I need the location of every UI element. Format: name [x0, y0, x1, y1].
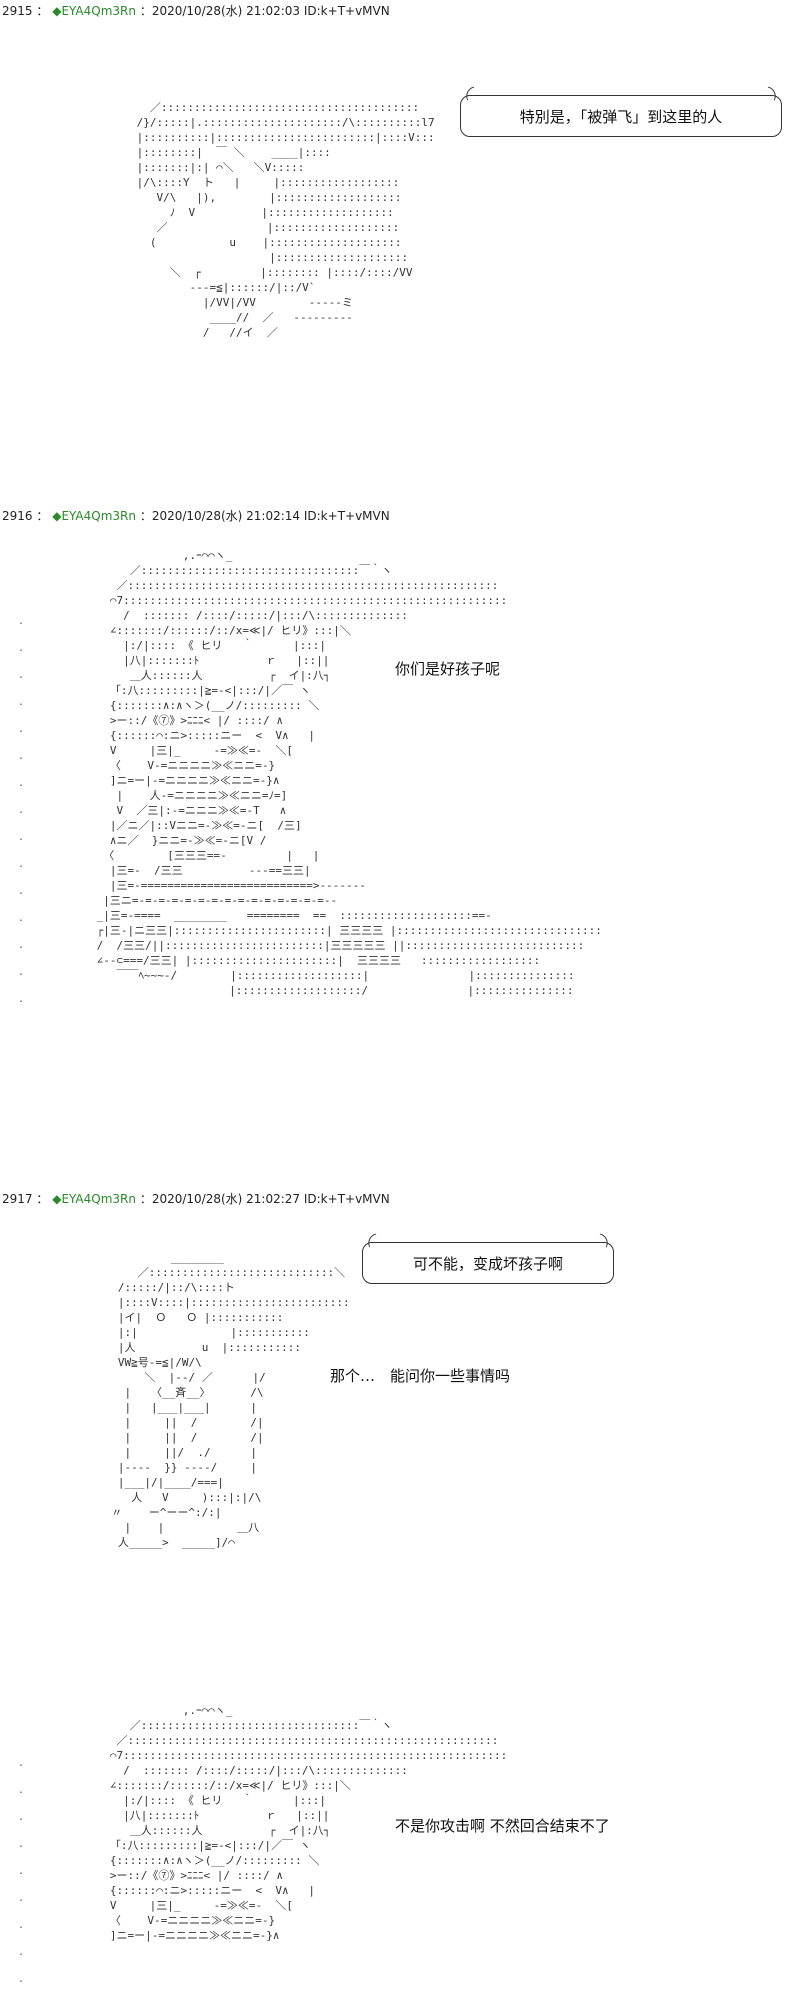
bubble-text: 特別是，「被弹飞」到这里的人 — [519, 107, 723, 126]
post-header-2916: 2916 ： ◆EYA4Qm3Rn ：2020/10/28(水) 21:02:1… — [2, 507, 390, 524]
speech-bubble-2915: 特別是，「被弹飞」到这里的人 — [460, 95, 782, 137]
post-trip[interactable]: ◆EYA4Qm3Rn — [52, 1192, 136, 1206]
post-header-2917: 2917 ： ◆EYA4Qm3Rn ：2020/10/28(水) 21:02:2… — [2, 1190, 390, 1207]
post-separator: ： — [36, 4, 49, 18]
post-separator: ： — [36, 509, 49, 523]
post-number: 2917 — [2, 1192, 33, 1206]
post-header-2915: 2915 ： ◆EYA4Qm3Rn ：2020/10/28(水) 21:02:0… — [2, 2, 390, 19]
dots-column-2916: . . . . . . . . . . . . . . . — [18, 616, 25, 1005]
narration-2916: 你们是好孩子呢 — [395, 660, 501, 678]
post-number: 2915 — [2, 4, 33, 18]
ascii-art-character-1: ／:::::::::::::::::::::::::::::::::::::::… — [136, 101, 435, 339]
narration-2917: 那个… 能问你一些事情吗 — [330, 1367, 511, 1385]
post-trip[interactable]: ◆EYA4Qm3Rn — [52, 4, 136, 18]
dots-column-2917: . . . . . . . . . — [18, 1758, 25, 1985]
post-number: 2916 — [2, 509, 33, 523]
post-trip[interactable]: ◆EYA4Qm3Rn — [52, 509, 136, 523]
narration-2917-b: 不是你攻击啊 不然回合结束不了 — [395, 1817, 610, 1835]
bubble-text: 可不能，变成坏孩子啊 — [412, 1254, 563, 1273]
post-meta: ：2020/10/28(水) 21:02:03 ID:k+T+vMVN — [139, 4, 390, 18]
ascii-art-character-3: ________ ／::::::::::::::::::::::::::::＼ … — [111, 1251, 350, 1549]
speech-bubble-2917: 可不能，变成坏孩子啊 — [362, 1242, 614, 1284]
ascii-art-character-2: ,.ｰ⌒⌒ヽ_ ／:::::::::::::::::::::::::::::::… — [96, 549, 602, 997]
ascii-art-character-4: ,.ｰ⌒⌒ヽ_ ／:::::::::::::::::::::::::::::::… — [109, 1704, 508, 1942]
post-separator: ： — [36, 1192, 49, 1206]
post-meta: ：2020/10/28(水) 21:02:27 ID:k+T+vMVN — [139, 1192, 390, 1206]
post-meta: ：2020/10/28(水) 21:02:14 ID:k+T+vMVN — [139, 509, 390, 523]
